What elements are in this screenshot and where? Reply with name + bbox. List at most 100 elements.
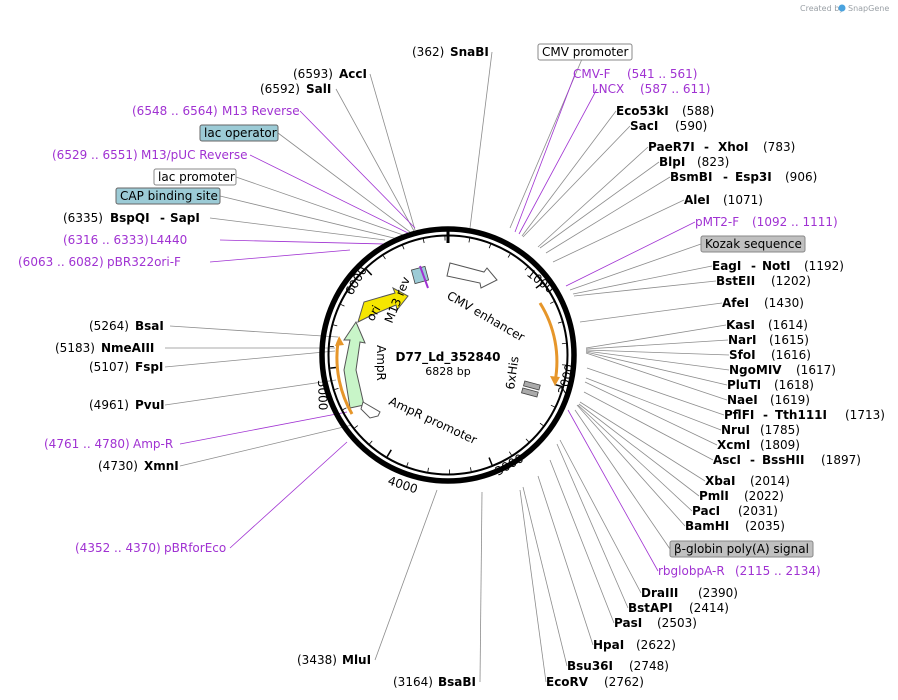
primer-name[interactable]: rbglobpA-R — [658, 564, 725, 578]
enzyme-name[interactable]: BstEII — [716, 274, 755, 288]
enzyme-name[interactable]: DraIII — [641, 586, 678, 600]
enzyme-name-2[interactable]: Tth111I — [775, 408, 827, 422]
enzyme-name[interactable]: BstAPI — [628, 601, 673, 615]
enzyme-name[interactable]: SnaBI — [450, 45, 489, 59]
enzyme-sep: - — [160, 211, 165, 225]
credit-prefix: Created by — [800, 4, 844, 13]
primer-leader-line — [518, 88, 598, 235]
enzyme-name[interactable]: NruI — [721, 423, 750, 437]
enzyme-name[interactable]: NmeAIII — [101, 341, 154, 355]
enzyme-name[interactable]: BspQI — [110, 211, 150, 225]
enzyme-name[interactable]: BlpI — [659, 155, 685, 169]
enzyme-name[interactable]: XmnI — [144, 459, 179, 473]
enzyme-name[interactable]: NarI — [728, 333, 757, 347]
kozak-box[interactable] — [700, 235, 806, 253]
enzyme-name[interactable]: AscI — [713, 453, 741, 467]
enzyme-name[interactable]: FspI — [135, 360, 163, 374]
enzyme-pos: (1192) — [804, 259, 844, 273]
enzyme-leader-line — [469, 51, 493, 229]
primer-name[interactable]: L4440 — [150, 233, 187, 247]
enzyme-name-2[interactable]: BssHII — [762, 453, 804, 467]
primer-name[interactable]: pMT2-F — [695, 215, 739, 229]
primer-range: (2115 .. 2134) — [735, 564, 821, 578]
enzyme-name-2[interactable]: XhoI — [718, 140, 749, 154]
cap-binding-box[interactable] — [115, 187, 221, 205]
beta-globin-box[interactable] — [669, 540, 814, 558]
enzyme-name[interactable]: BsaI — [135, 319, 164, 333]
enzyme-name[interactable]: KasI — [726, 318, 755, 332]
enzyme-name[interactable]: PacI — [692, 504, 720, 518]
plasmid-length: 6828 bp — [425, 365, 470, 378]
ampr-promoter-arrow[interactable] — [360, 401, 381, 419]
primer-name[interactable]: M13 Reverse — [222, 104, 300, 118]
enzyme-name-2[interactable]: SapI — [170, 211, 200, 225]
lac-promoter-box[interactable] — [153, 168, 237, 186]
primer-range: (1092 .. 1111) — [752, 215, 838, 229]
enzyme-name[interactable]: NgoMIV — [729, 363, 782, 377]
enzyme-pos: (2414) — [689, 601, 729, 615]
enzyme-sep: - — [704, 140, 709, 154]
enzyme-pos: (6335) — [63, 211, 103, 225]
enzyme-name[interactable]: AleI — [684, 193, 710, 207]
enzyme-name[interactable]: BsmBI — [670, 170, 712, 184]
enzyme-name[interactable]: Eco53kI — [616, 104, 669, 118]
ori-label: ori — [363, 303, 383, 324]
enzyme-name[interactable]: AccI — [339, 67, 367, 81]
enzyme-name[interactable]: XbaI — [705, 474, 735, 488]
enzyme-pos: (588) — [682, 104, 714, 118]
enzyme-name-2[interactable]: NotI — [762, 259, 791, 273]
enzyme-name[interactable]: PmlI — [699, 489, 729, 503]
enzyme-name[interactable]: PvuI — [135, 398, 165, 412]
cmv-enhancer-label: CMV enhancer — [445, 288, 528, 344]
enzyme-name[interactable]: NaeI — [727, 393, 758, 407]
enzyme-name[interactable]: HpaI — [593, 638, 624, 652]
enzyme-pos: (6593) — [293, 67, 333, 81]
enzyme-name[interactable]: EcoRV — [546, 675, 589, 689]
enzyme-leader-line — [522, 486, 568, 667]
enzyme-name[interactable]: AfeI — [722, 296, 749, 310]
primer-name[interactable]: pBRforEco — [164, 541, 226, 555]
cmv-promoter-box[interactable] — [537, 43, 633, 61]
his-tag-label: 6xHis — [503, 355, 522, 390]
primer-name[interactable]: CMV-F — [573, 67, 611, 81]
enzyme-name[interactable]: PluTI — [727, 378, 761, 392]
primer-name[interactable]: LNCX — [592, 82, 624, 96]
enzyme-name[interactable]: PasI — [614, 616, 642, 630]
enzyme-name[interactable]: SfoI — [729, 348, 756, 362]
enzyme-name[interactable]: BsaBI — [438, 675, 476, 689]
ampr-arrow[interactable] — [343, 320, 366, 409]
enzyme-name[interactable]: SalI — [306, 82, 331, 96]
ruler-minor-tick — [340, 304, 345, 307]
primer-name[interactable]: M13/pUC Reverse — [141, 148, 248, 162]
enzyme-name[interactable]: BamHI — [685, 519, 729, 533]
enzyme-leader-line — [277, 132, 411, 233]
enzyme-pos: (5107) — [89, 360, 129, 374]
enzyme-name[interactable]: PflFI — [724, 408, 754, 422]
ampr-promoter-label: AmpR promoter — [387, 394, 479, 447]
ruler-minor-tick — [550, 301, 555, 304]
enzyme-name[interactable]: Bsu36I — [567, 659, 613, 673]
labels-left: (6593) AccI (6592) SalI (6548 .. 6564) M… — [18, 67, 371, 667]
lac-operator-label-box[interactable] — [199, 124, 279, 142]
enzyme-pos: (2014) — [750, 474, 790, 488]
enzyme-name[interactable]: EagI — [712, 259, 741, 273]
enzyme-leader-line — [574, 409, 671, 550]
enzyme-name[interactable]: SacI — [630, 119, 658, 133]
ori-arrow[interactable] — [357, 286, 409, 323]
enzyme-pos: (590) — [675, 119, 707, 133]
primer-name[interactable]: Amp-R — [133, 437, 173, 451]
enzyme-leader-line — [552, 199, 685, 263]
enzyme-name[interactable]: XcmI — [717, 438, 750, 452]
ruler-minor-tick — [342, 407, 347, 411]
enzyme-name-2[interactable]: Esp3I — [735, 170, 772, 184]
enzyme-leader-line — [369, 73, 416, 231]
enzyme-name[interactable]: MluI — [342, 653, 371, 667]
lac-operator-label: lac operator — [204, 126, 277, 140]
enzyme-pos: (1615) — [769, 333, 809, 347]
enzyme-pos: (1430) — [764, 296, 804, 310]
primer-name[interactable]: pBR322ori-F — [107, 255, 181, 269]
ruler-minor-tick — [539, 422, 544, 426]
enzyme-name[interactable]: PaeR7I — [648, 140, 695, 154]
cmv-enhancer-arrow[interactable] — [446, 262, 498, 289]
